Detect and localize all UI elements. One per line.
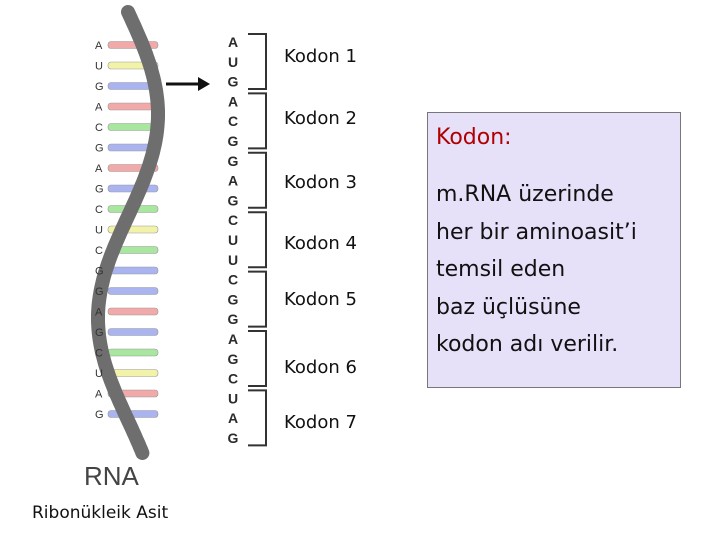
helix-base-letter: G xyxy=(95,409,104,421)
sequence-base: U xyxy=(228,54,238,70)
base-pair-rung xyxy=(107,102,159,111)
helix-base-letter: A xyxy=(95,389,103,401)
codon-label: Kodon 3 xyxy=(284,172,357,193)
rna-strand xyxy=(91,5,165,460)
sequence-base: G xyxy=(228,351,239,367)
definition-title: Kodon: xyxy=(436,125,512,150)
helix-base-letter: G xyxy=(95,184,104,196)
helix-base-letter: A xyxy=(95,102,103,114)
base-pair-rung xyxy=(107,287,159,295)
helix-base-letter: A xyxy=(95,163,103,175)
helix-base-letter: C xyxy=(95,204,103,216)
codon-bracket xyxy=(248,33,267,90)
sequence-base: G xyxy=(228,74,239,90)
sequence-base: C xyxy=(228,272,238,288)
sequence-base: A xyxy=(228,93,238,109)
base-pair-rung xyxy=(107,266,159,275)
base-pair-rung xyxy=(107,307,159,316)
definition-line: baz üçlüsüne xyxy=(436,294,581,320)
sequence-base: G xyxy=(228,311,239,327)
helix-base-letter: U xyxy=(95,368,103,380)
helix-base-letter: U xyxy=(95,225,103,237)
sequence-base: G xyxy=(228,430,239,446)
sequence-base: C xyxy=(228,371,238,387)
sequence-base: A xyxy=(228,410,238,426)
codon-brackets xyxy=(248,33,267,447)
helix-base-letter: G xyxy=(95,266,104,278)
helix-base-letter: C xyxy=(95,122,103,134)
codon-bracket xyxy=(248,270,267,328)
base-pair-rung xyxy=(107,348,159,357)
definition-line: m.RNA üzerinde xyxy=(436,182,614,207)
codon-bracket xyxy=(248,330,267,387)
definition-line: kodon adı verilir. xyxy=(436,332,619,357)
base-pair-rung xyxy=(107,328,159,336)
helix-base-letter: U xyxy=(95,61,103,73)
codon-bracket xyxy=(248,389,267,447)
helix-base-letter: A xyxy=(95,307,103,319)
definition-box: Kodon: m.RNA üzerinde her bir aminoasit’i… xyxy=(427,112,681,388)
definition-line: temsil eden xyxy=(436,257,566,282)
helix-base-letter: A xyxy=(95,40,103,52)
rna-label: RNA xyxy=(84,461,140,491)
codon-bracket xyxy=(248,211,267,269)
definition-text: m.RNA üzerinde her bir aminoasit’i temsil … xyxy=(436,176,680,364)
helix-base-letter: C xyxy=(95,348,103,360)
sequence-base: U xyxy=(228,252,238,268)
helix-base-letter: G xyxy=(95,327,104,339)
sequence-base: U xyxy=(228,232,238,248)
codon-label: Kodon 6 xyxy=(284,357,357,378)
codon-label: Kodon 4 xyxy=(284,233,357,254)
definition-line: her bir aminoasit’i xyxy=(436,219,637,245)
sequence-base: A xyxy=(228,173,238,189)
backbone-strand xyxy=(91,5,165,460)
helix-base-letter: G xyxy=(95,143,104,155)
sequence-base: G xyxy=(228,153,239,169)
sequence-base: C xyxy=(228,113,238,129)
codon-bracket xyxy=(248,92,267,150)
sequence-base: C xyxy=(228,212,238,228)
codon-label: Kodon 7 xyxy=(284,412,357,433)
codon-bracket xyxy=(248,151,267,209)
sequence-base: A xyxy=(228,34,238,50)
codon-label: Kodon 5 xyxy=(284,289,357,310)
diagram-caption: Ribonükleik Asit xyxy=(32,503,169,523)
helix-base-letter: C xyxy=(95,245,103,257)
arrow-icon xyxy=(166,77,210,91)
helix-base-letter: G xyxy=(95,81,104,93)
sequence-base: G xyxy=(228,291,239,307)
codon-label: Kodon 2 xyxy=(284,108,357,129)
sequence-base: A xyxy=(228,331,238,347)
helix-base-letter: G xyxy=(95,286,104,298)
codon-label: Kodon 1 xyxy=(284,46,357,67)
sequence-base: G xyxy=(228,192,239,208)
sequence-base: G xyxy=(228,133,239,149)
sequence-base: U xyxy=(228,390,238,406)
